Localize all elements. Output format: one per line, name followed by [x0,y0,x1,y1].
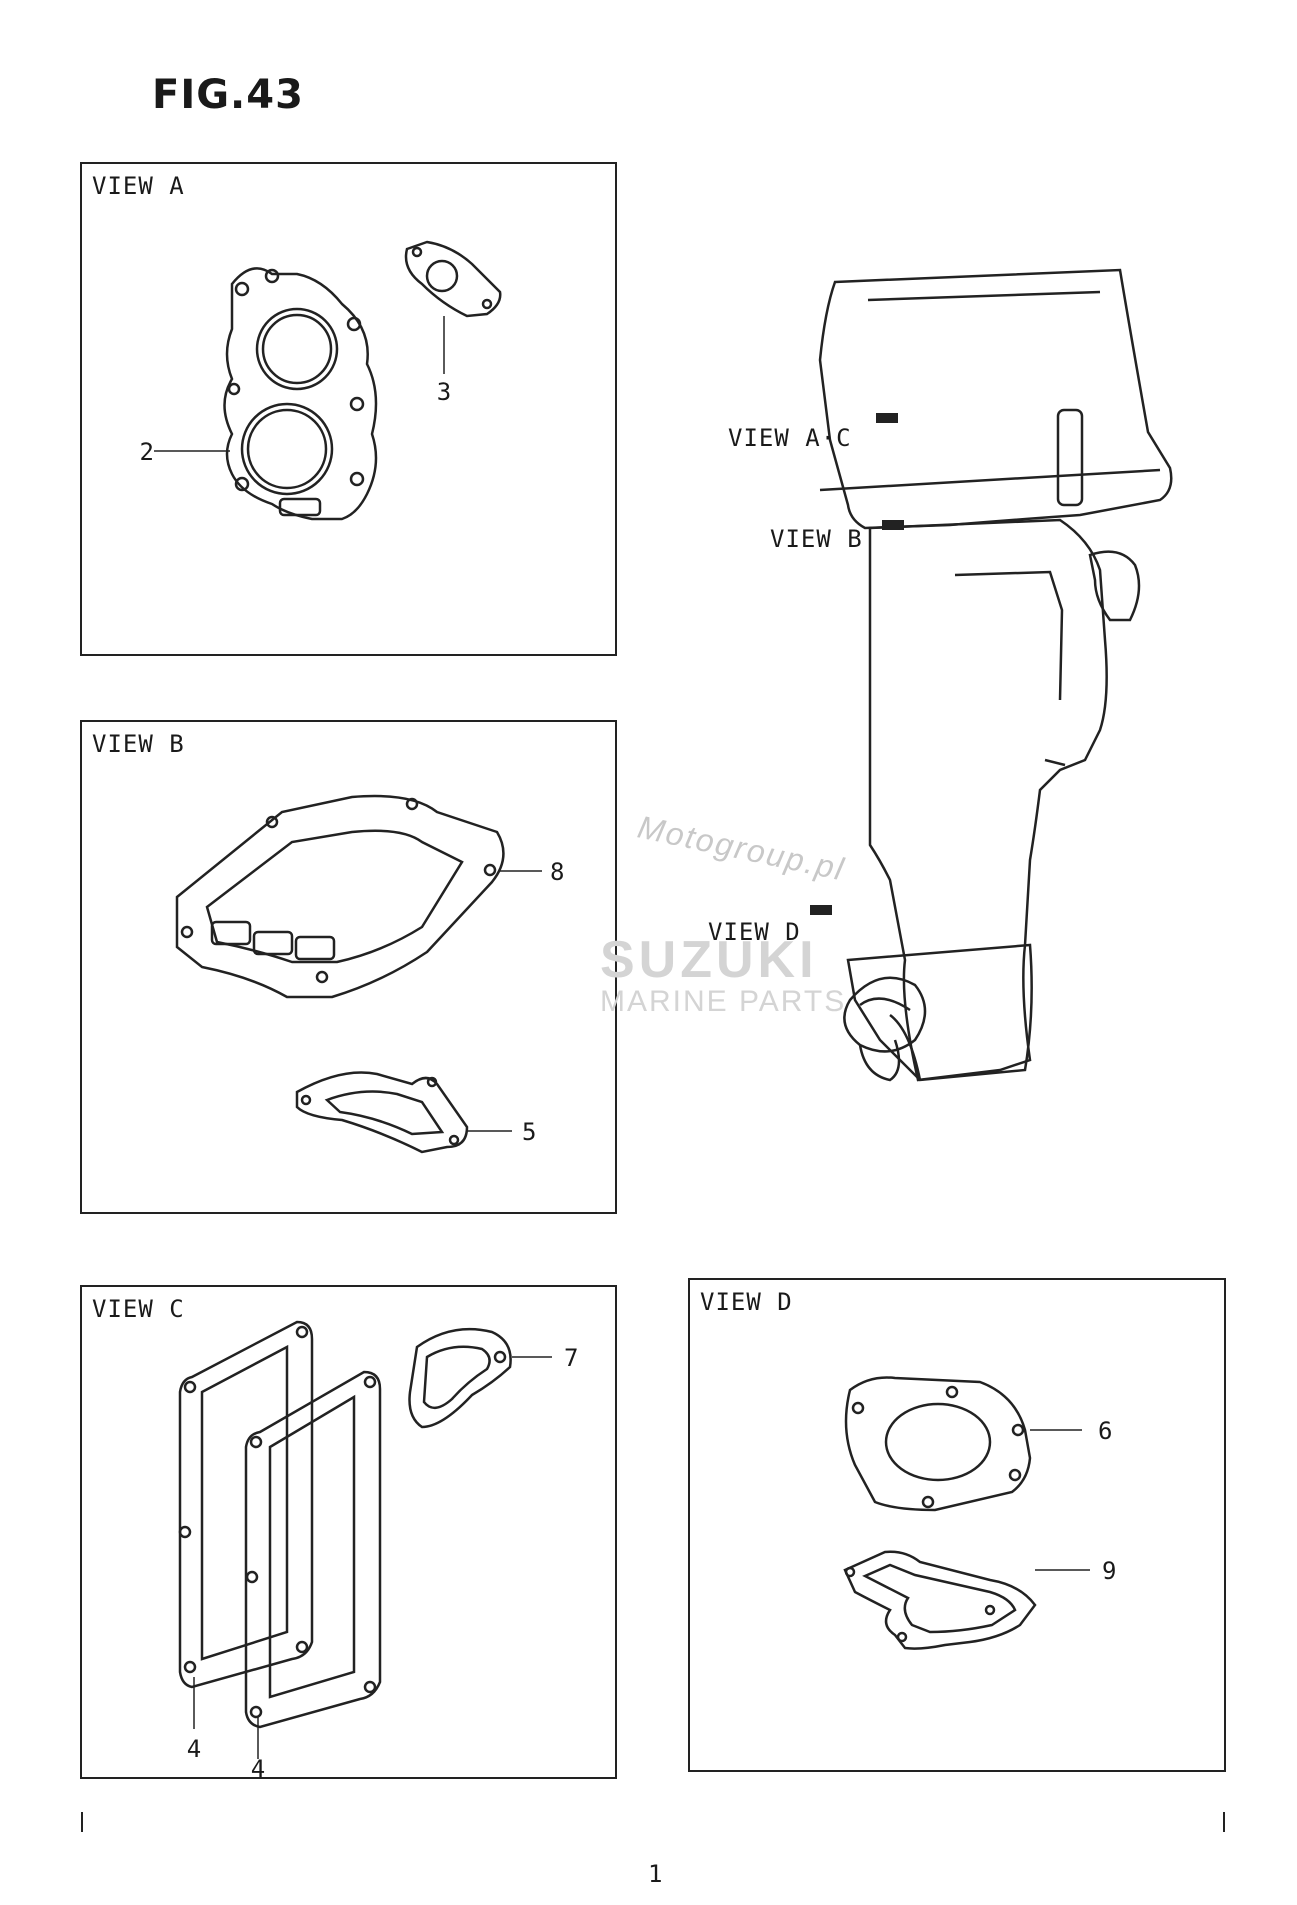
watermark-brand: SUZUKI [600,931,818,989]
view-pointer-marks [810,413,904,915]
assembly-bracket [81,1812,1225,1832]
callout-4a: 4 [187,1735,201,1763]
small-elbow-gasket[interactable] [295,1071,469,1154]
view-c-drawing: 7 4 4 [178,1320,578,1783]
callout-9: 9 [1102,1557,1116,1585]
view-a-drawing: 2 3 [140,240,502,521]
cylinder-head-gasket[interactable] [223,267,378,521]
view-b-drawing: 8 5 [175,794,564,1154]
watermark-site: Motogroup.pl [634,808,849,888]
small-flange-gasket[interactable] [404,240,502,318]
view-b-panel: VIEW B 8 5 [80,720,617,1214]
callout-7: 7 [564,1344,578,1372]
callout-4b: 4 [251,1755,265,1783]
figure-title: FIG.43 [152,72,304,118]
view-a-label: VIEW A [92,172,185,200]
view-d-panel: VIEW D 6 9 [688,1278,1226,1772]
callout-2: 2 [140,438,154,466]
callout-6: 6 [1098,1417,1112,1445]
view-a-panel: VIEW A 2 3 [80,162,617,656]
small-round-gasket[interactable] [408,1327,512,1429]
view-b-label: VIEW B [92,730,185,758]
engine-lower-unit [846,943,1033,1082]
view-c-panel: VIEW C 7 [80,1285,617,1783]
water-pump-gasket[interactable] [844,1376,1032,1512]
engine-label-view-b: VIEW B [770,525,863,553]
base-plate-gasket[interactable] [843,1550,1037,1650]
view-d-drawing: 6 9 [843,1376,1116,1650]
exhaust-cover-gasket-2[interactable] [244,1370,382,1729]
callout-1: 1 [648,1860,663,1888]
view-c-label: VIEW C [92,1295,185,1323]
exhaust-cover-gasket-1[interactable] [178,1320,314,1689]
engine-cowling [818,268,1173,530]
callout-8: 8 [550,858,564,886]
watermark-sub: MARINE PARTS [600,985,847,1018]
engine-midsection [868,518,1141,1082]
large-frame-gasket[interactable] [175,794,505,999]
propeller [843,976,927,1082]
callout-3: 3 [437,378,451,406]
callout-5: 5 [522,1118,536,1146]
engine-label-view-ac: VIEW A·C [728,424,852,452]
view-d-label: VIEW D [700,1288,793,1316]
engine-label-view-d: VIEW D [708,918,801,946]
